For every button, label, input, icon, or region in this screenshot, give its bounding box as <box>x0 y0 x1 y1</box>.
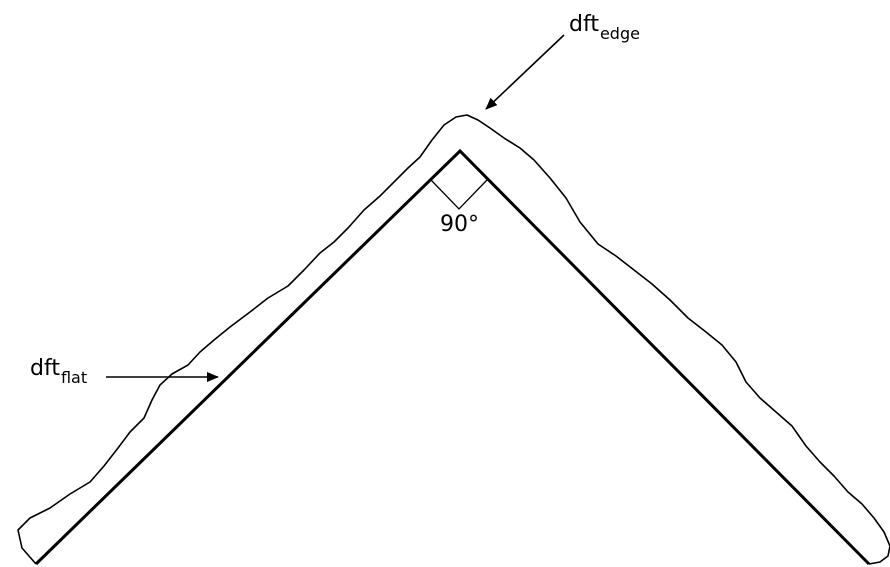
right-angle-marker <box>430 179 488 210</box>
dft-edge-sub: edge <box>599 24 640 43</box>
dft-flat-main: dft <box>30 356 60 381</box>
dft-flat-sub: flat <box>60 368 88 387</box>
substrate-corner <box>34 148 871 566</box>
dft-flat-label: dftflat <box>30 356 87 386</box>
edge-arrow <box>485 34 565 110</box>
coating-outline <box>17 114 890 565</box>
dft-edge-main: dft <box>569 12 599 37</box>
dft-edge-label: dftedge <box>569 12 640 42</box>
angle-label: 90° <box>440 212 479 237</box>
